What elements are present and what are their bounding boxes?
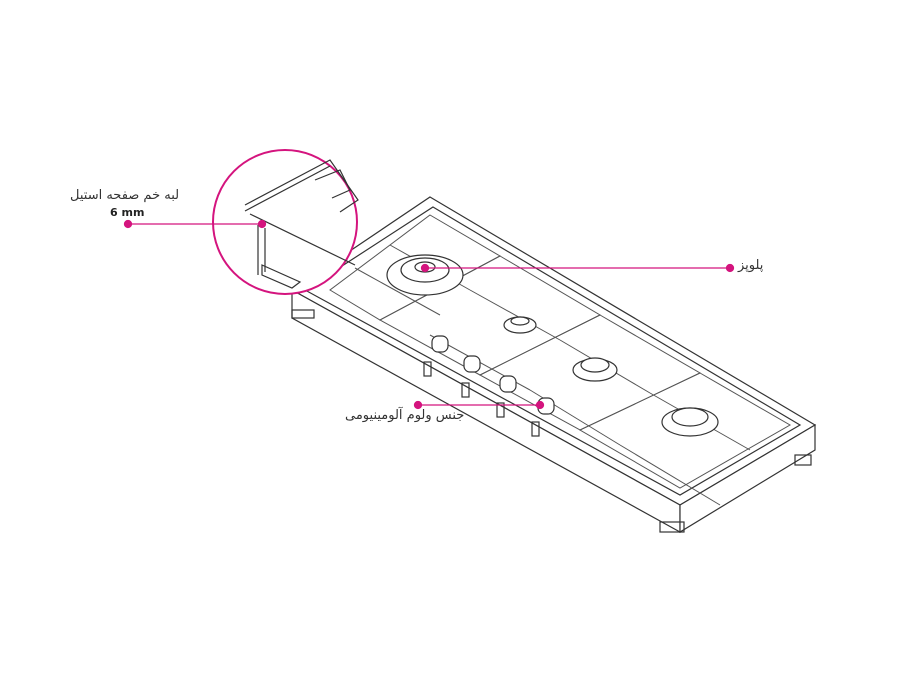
- edge-callout-label: لبه خم صفحه استیل: [70, 188, 180, 203]
- grate-callout-label: پلوپز: [738, 258, 764, 273]
- foot: [794, 454, 812, 466]
- foot: [659, 521, 685, 533]
- edge-callout-thickness: 6 mm: [110, 206, 145, 219]
- callout-lines: [123, 219, 735, 410]
- burners: [386, 254, 719, 437]
- valve-callout-label: جنس ولوم آلومینیومی: [345, 408, 465, 423]
- grates: [329, 214, 792, 506]
- foot: [291, 309, 315, 319]
- magnifier-callout: [212, 149, 359, 295]
- cooktop-body: [290, 196, 817, 534]
